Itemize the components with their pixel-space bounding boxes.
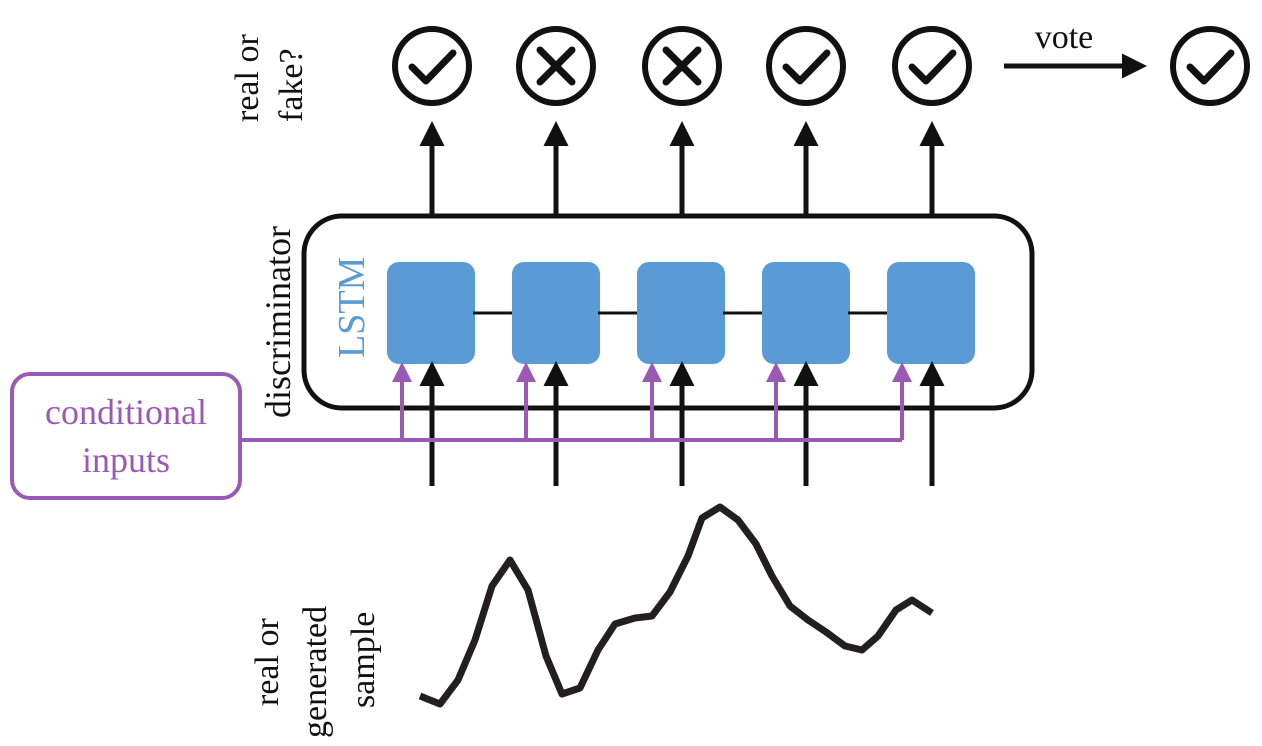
vote-group: vote (1004, 19, 1147, 79)
vote-label: vote (1035, 19, 1094, 56)
real-or-fake-label: real or fake? (229, 34, 310, 122)
sample-label: real or generated sample (249, 606, 382, 738)
conditional-input-lines (240, 362, 912, 442)
lstm-cell (887, 262, 975, 364)
conditional-line1: conditional (45, 392, 207, 432)
cross-icon (642, 26, 722, 106)
real-or-fake-line1: real or (229, 34, 266, 122)
sample-line2: generated (297, 606, 334, 738)
conditional-line2: inputs (82, 440, 170, 480)
check-icon (892, 26, 972, 106)
cross-icon (516, 26, 596, 106)
check-icon (1170, 26, 1250, 106)
real-or-fake-line2: fake? (273, 48, 310, 122)
lstm-cell (387, 262, 475, 364)
discriminator-box (301, 213, 1035, 411)
sample-signal (418, 503, 934, 708)
sample-line3: sample (345, 612, 382, 708)
input-arrows (419, 361, 945, 486)
lstm-cell (762, 262, 850, 364)
check-icon (766, 26, 846, 106)
vote-result (1170, 26, 1250, 106)
output-symbols (392, 26, 972, 106)
check-icon (392, 26, 472, 106)
lstm-cell (512, 262, 600, 364)
lstm-label: LSTM (331, 257, 373, 358)
lstm-cell (637, 262, 725, 364)
output-arrows (419, 121, 945, 216)
lstm-cells (387, 262, 975, 364)
conditional-inputs-box: conditional inputs (10, 372, 242, 500)
sample-line1: real or (249, 618, 286, 706)
discriminator-label: discriminator (258, 226, 298, 418)
